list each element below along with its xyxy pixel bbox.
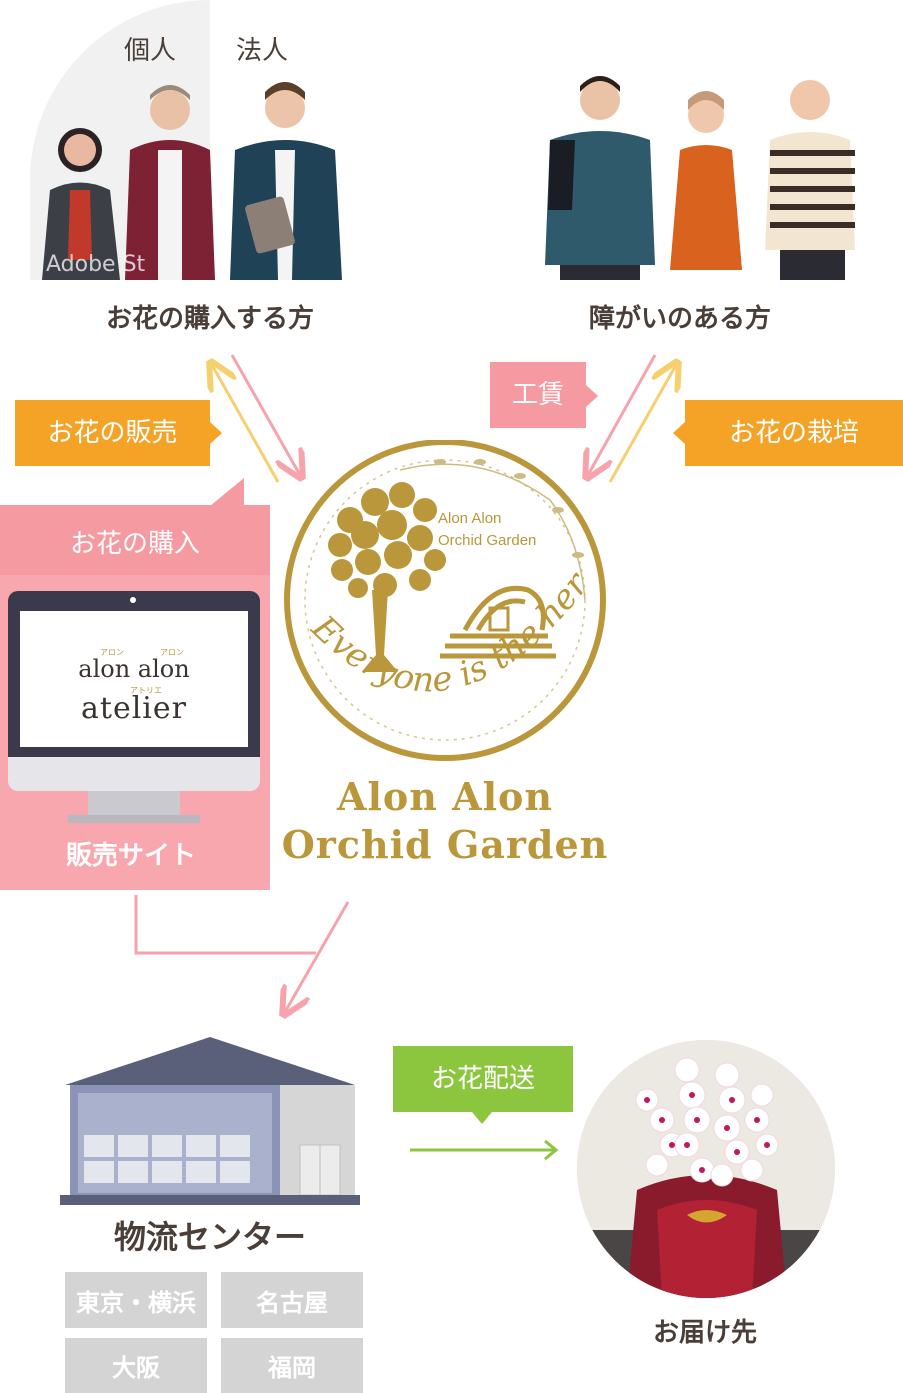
- tag-delivery-pointer: [472, 1112, 492, 1124]
- vine-decoration: [399, 463, 586, 601]
- orchid-photo: [577, 1040, 835, 1298]
- badge-text-line1: Alon Alon: [438, 510, 502, 527]
- destination-caption: お届け先: [652, 1318, 757, 1348]
- label-individual: 個人: [124, 36, 177, 66]
- purchase-pointer: [210, 478, 244, 506]
- purchase-label: お花の購入: [69, 529, 200, 559]
- monitor-screen: アロン アロン alon alon アトリエ atelier: [20, 611, 248, 747]
- monitor-stand: [88, 791, 180, 817]
- tag-cultivation-pointer: [673, 422, 685, 444]
- ruby-alon-2: アロン: [160, 648, 184, 657]
- tag-wages: 工賃: [490, 362, 586, 428]
- monitor-base: [68, 815, 200, 823]
- arrow-wages-to-workers: [588, 354, 657, 475]
- center-logo: Everyone is the hero Alon Alon Orchid Ga…: [280, 440, 610, 870]
- monitor-camera: [130, 597, 136, 603]
- disabled-caption: 障がいのある方: [588, 304, 771, 334]
- monitor: アロン アロン alon alon アトリエ atelier: [8, 591, 260, 823]
- city-nagoya: 名古屋: [221, 1272, 363, 1328]
- logo-name-line2: Orchid Garden: [281, 822, 609, 867]
- tag-cultivation: お花の栽培: [685, 400, 903, 466]
- arrow-center-to-logistics: [285, 901, 350, 1012]
- arrow-buyer-to-center: [230, 354, 300, 475]
- screen-brand-line1: alon alon: [78, 655, 190, 683]
- watermark-text: Adobe St: [46, 252, 146, 277]
- buyers-group: 個人 法人 Adobe St お花の購入する方: [0, 0, 420, 340]
- tag-cultivation-label: お花の栽培: [728, 418, 859, 448]
- buyers-caption: お花の購入する方: [105, 304, 314, 334]
- city-osaka: 大阪: [65, 1338, 207, 1393]
- connector-site-to-center: [134, 895, 316, 955]
- city-fukuoka: 福岡: [221, 1338, 363, 1393]
- disabled-group: 障がいのある方: [500, 0, 880, 340]
- logistics-connectors: [134, 895, 350, 1120]
- tag-delivery-label: お花配送: [430, 1064, 535, 1094]
- buyers-illustration: [30, 0, 390, 280]
- people-illustration-buyers: [30, 0, 390, 280]
- ruby-alon-1: アロン: [100, 648, 124, 657]
- top-flow-arrows: [0, 340, 903, 860]
- logo-badge: Everyone is the hero: [280, 440, 606, 761]
- arrow-workers-to-center: [608, 365, 676, 483]
- logo-name-line1: Alon Alon: [336, 774, 553, 819]
- delivery-arrow: [410, 1139, 559, 1161]
- arrow-center-to-buyer: [212, 365, 280, 483]
- monitor-chin: [8, 757, 260, 791]
- tag-flower-sales-label: お花の販売: [47, 418, 178, 448]
- tag-wages-label: 工賃: [511, 380, 564, 410]
- greenhouse-icon: [440, 585, 556, 659]
- tag-wages-pointer: [586, 385, 598, 407]
- orchid-icon: [577, 1040, 835, 1298]
- tag-flower-sales: お花の販売: [15, 400, 210, 466]
- ruby-atelier: アトリエ: [130, 686, 162, 695]
- warehouse-icon: [60, 1037, 360, 1205]
- logistics-caption: 物流センター: [113, 1218, 306, 1256]
- tree-icon: [328, 482, 446, 672]
- city-tokyo-yokohama: 東京・横浜: [65, 1272, 207, 1328]
- tag-delivery: お花配送: [393, 1046, 573, 1112]
- sales-site-caption: 販売サイト: [65, 841, 196, 871]
- sales-site-panel: お花の購入 アロン アロン alon alon アトリエ atelier 販売サ…: [0, 505, 270, 890]
- people-illustration-workers: [545, 76, 855, 280]
- screen-brand-line2: atelier: [81, 691, 187, 726]
- tag-flower-sales-pointer: [210, 422, 222, 444]
- badge-text-line2: Orchid Garden: [438, 532, 537, 549]
- label-corporate: 法人: [236, 36, 289, 66]
